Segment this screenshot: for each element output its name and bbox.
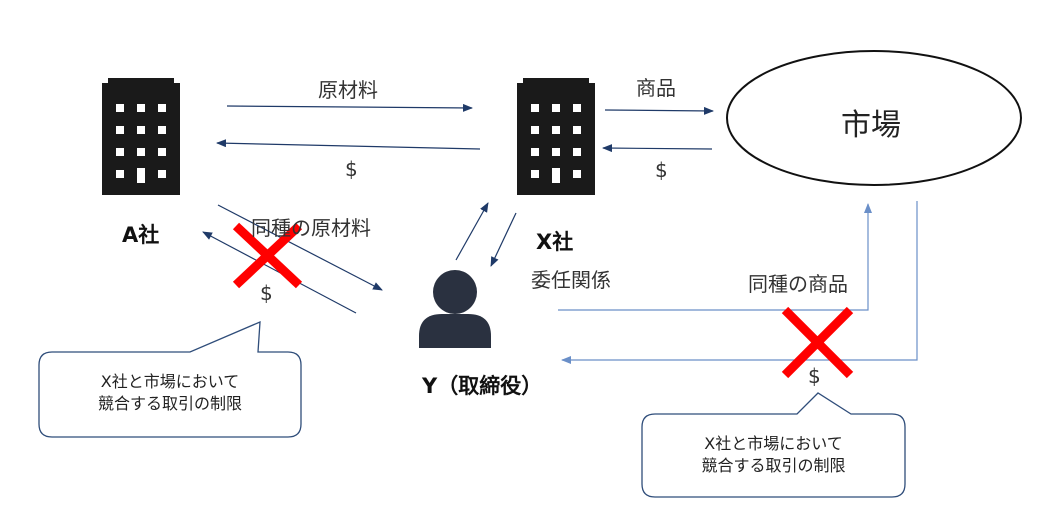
mandate-label: 委任関係 (531, 268, 611, 292)
callout-right (641, 392, 906, 498)
market-ellipse (726, 50, 1022, 186)
payment-y-label: $ (260, 281, 273, 305)
prohibited-cross-left-icon (232, 222, 303, 289)
market-label: 市場 (841, 108, 901, 143)
arrow-payment-a (216, 139, 481, 150)
company-x-label: X社 (536, 230, 574, 254)
callout-left-text: X社と市場において 競合する取引の制限 (39, 371, 301, 415)
callout-right-text: X社と市場において 競合する取引の制限 (642, 433, 905, 477)
same-raw-materials-label: 同種の原材料 (251, 216, 371, 240)
arrow-same-raw-materials (217, 204, 383, 291)
callout-left (38, 320, 302, 438)
payment-market-label: $ (655, 158, 668, 182)
arrow-mandate-up (455, 202, 489, 261)
callout-right-line2: 競合する取引の制限 (701, 456, 846, 475)
callout-left-line1: X社と市場において (100, 372, 240, 391)
person-y-label: Y（取締役） (422, 374, 543, 398)
arrow-goods (604, 106, 714, 115)
arrow-same-goods (558, 203, 872, 311)
arrow-payment-market (602, 144, 713, 153)
same-goods-label: 同種の商品 (748, 272, 848, 296)
building-a-icon (102, 78, 180, 195)
payment-a-label: $ (345, 157, 358, 181)
payment-market-y-label: $ (808, 364, 821, 388)
person-icon (419, 270, 491, 348)
goods-label: 商品 (636, 76, 676, 100)
callout-left-line2: 競合する取引の制限 (97, 394, 242, 413)
building-x-icon (517, 78, 595, 195)
arrow-mandate-down (490, 212, 517, 267)
callout-right-line1: X社と市場において (704, 434, 843, 453)
company-a-label: A社 (122, 223, 160, 247)
prohibited-cross-right-icon (781, 306, 854, 379)
arrow-raw-materials (226, 103, 473, 112)
arrow-payment-market-to-y (561, 201, 918, 364)
raw-materials-label: 原材料 (318, 78, 378, 102)
